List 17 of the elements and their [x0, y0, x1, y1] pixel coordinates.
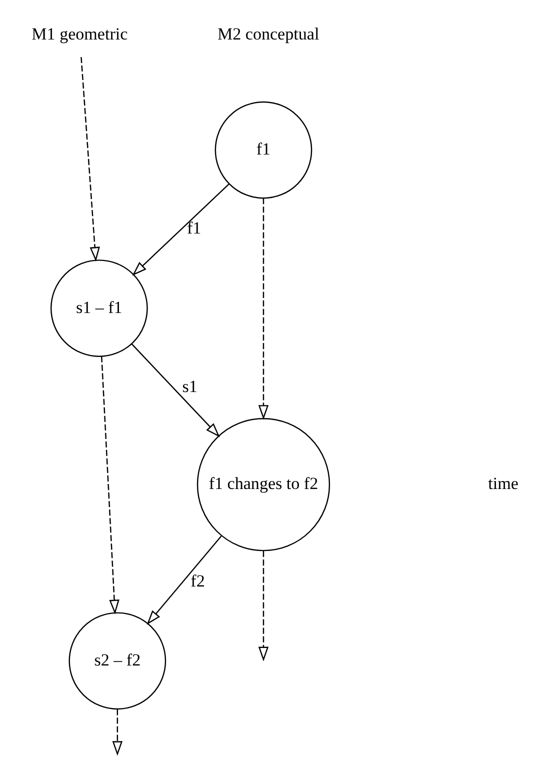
label: M2 conceptual — [218, 24, 320, 44]
arrow — [80, 57, 100, 262]
edge-label: f1 — [187, 218, 202, 238]
arrow — [258, 198, 269, 420]
node-circle: f1 changes to f2 — [196, 418, 330, 552]
arrow — [101, 356, 120, 614]
node-circle: s2 – f2 — [68, 612, 166, 710]
arrow — [146, 536, 222, 625]
label: time — [488, 474, 518, 494]
node-circle: f1 — [214, 101, 312, 199]
arrow — [112, 709, 123, 756]
node-text: M1 geometric — [32, 24, 128, 44]
arrow — [132, 183, 230, 276]
edge-label: s1 — [182, 376, 198, 396]
arrow — [258, 551, 269, 662]
arrow — [131, 343, 220, 438]
edge-label: f2 — [190, 571, 205, 590]
